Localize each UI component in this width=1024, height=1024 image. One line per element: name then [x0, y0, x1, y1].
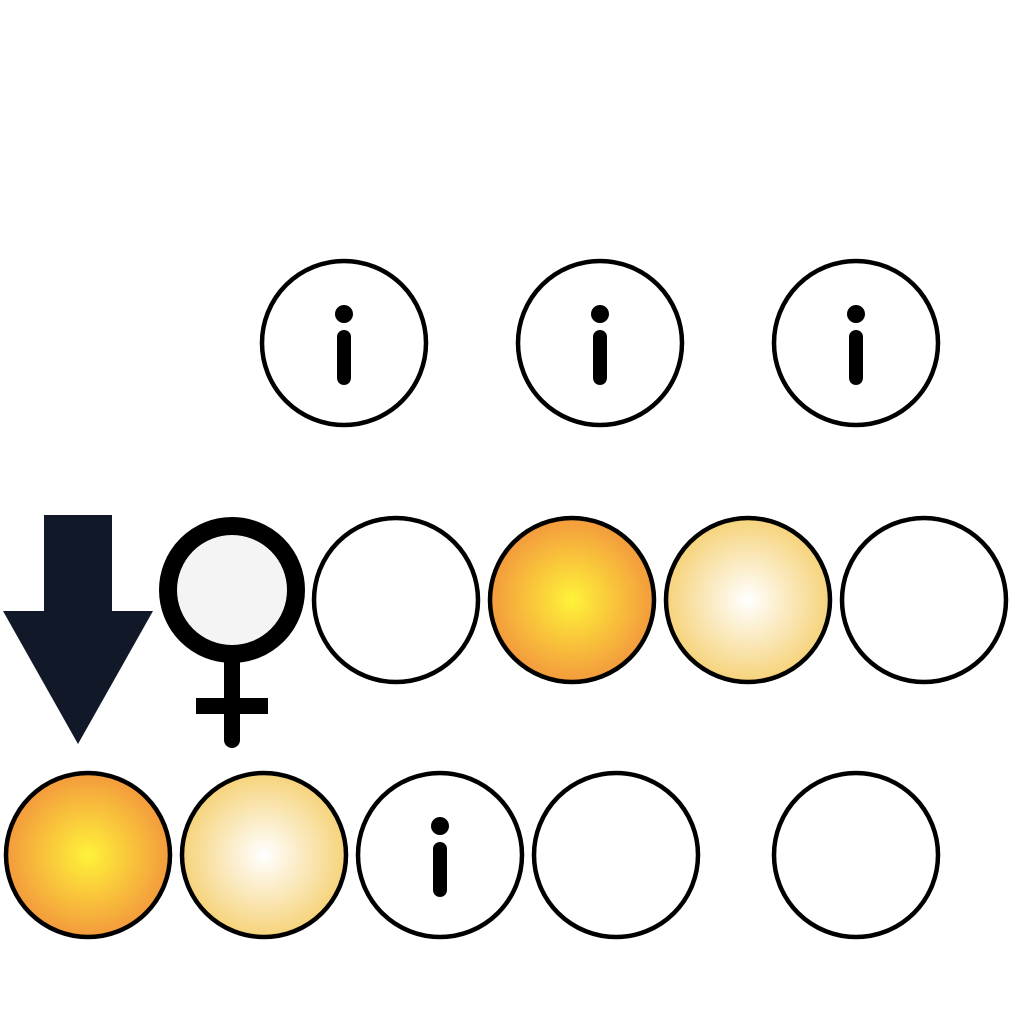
- info-piece-top-2[interactable]: [515, 258, 685, 428]
- empty-piece-middle-5[interactable]: [839, 515, 1009, 685]
- cream-piece-middle-4[interactable]: [663, 515, 833, 685]
- info-icon: [591, 305, 609, 385]
- info-piece-top-1[interactable]: [259, 258, 429, 428]
- female-symbol-icon: [159, 517, 305, 748]
- info-piece-bottom-2[interactable]: [355, 770, 525, 940]
- orange-piece-middle-3[interactable]: [487, 515, 657, 685]
- pieces-layer: [3, 258, 1009, 940]
- info-piece-top-3[interactable]: [771, 258, 941, 428]
- empty-piece-bottom-3[interactable]: [531, 770, 701, 940]
- empty-piece-middle-2[interactable]: [311, 515, 481, 685]
- info-icon: [431, 817, 449, 897]
- info-icon: [847, 305, 865, 385]
- info-icon: [335, 305, 353, 385]
- venus-piece-middle-1[interactable]: [159, 517, 305, 748]
- orange-piece-bottom-0[interactable]: [3, 770, 173, 940]
- arrow-marker-middle-0[interactable]: [3, 515, 153, 744]
- cream-piece-bottom-1[interactable]: [179, 770, 349, 940]
- arrow-down-icon: [3, 515, 153, 744]
- empty-piece-bottom-4[interactable]: [771, 770, 941, 940]
